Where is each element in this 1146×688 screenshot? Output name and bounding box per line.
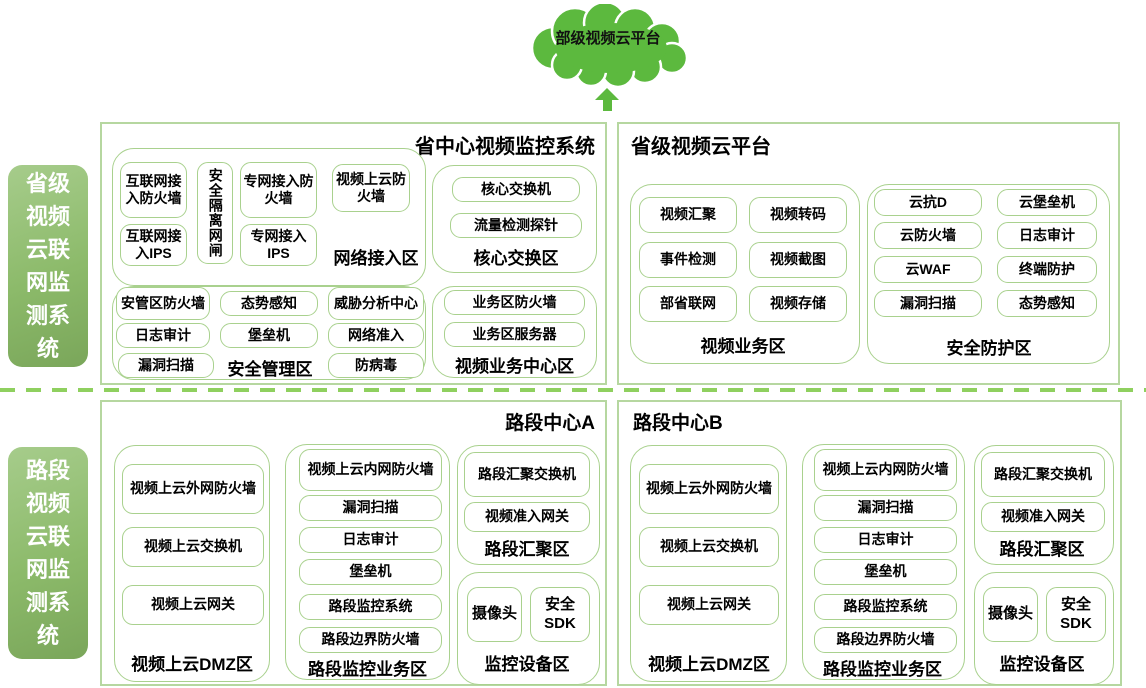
zone-label: 监控设备区: [999, 655, 1085, 674]
panel-province-cloud-title: 省级视频云平台: [631, 136, 771, 158]
diagram-node: 安全SDK: [1046, 587, 1106, 642]
diagram-node: 视频上云网关: [639, 585, 779, 625]
sidebar-label-provincial-text: 省级视频云联网监测系统: [25, 171, 70, 361]
diagram-node: 安全SDK: [530, 587, 590, 642]
zone-label: 路段监控业务区: [823, 660, 942, 679]
diagram-node: 漏洞扫描: [118, 353, 214, 378]
zone-label: 安全管理区: [227, 360, 313, 379]
diagram-node: 堡垒机: [814, 559, 957, 585]
diagram-node: 态势感知: [220, 291, 318, 316]
diagram-node: 摄像头: [983, 587, 1038, 642]
diagram-node: 部省联网: [639, 286, 737, 322]
diagram-node: 核心交换机: [452, 177, 580, 202]
panel-province-cloud: 省级视频云平台 视频汇聚 视频转码 事件检测 视频截图 部省联网 视频存储 视频…: [617, 122, 1120, 385]
diagram-node: 互联网接入IPS: [120, 224, 187, 266]
zone-label: 路段汇聚区: [999, 540, 1085, 559]
panel-section-a-title: 路段中心A: [505, 413, 595, 434]
zone-label: 安全防护区: [946, 339, 1032, 358]
zone-label: 视频业务区: [700, 337, 786, 356]
diagram-node: 日志审计: [997, 222, 1097, 249]
diagram-node: 防病毒: [328, 353, 424, 378]
ministry-cloud: 部级视频云平台: [523, 0, 693, 90]
zone-label: 视频业务中心区: [455, 357, 574, 376]
diagram-node: 业务区防火墙: [444, 290, 585, 315]
dashed-separator: [0, 388, 1146, 392]
diagram-node: 路段边界防火墙: [299, 627, 442, 653]
diagram-node: 摄像头: [467, 587, 522, 642]
diagram-node: 路段监控系统: [814, 594, 957, 620]
diagram-node: 终端防护: [997, 256, 1097, 283]
panel-province-center-title: 省中心视频监控系统: [415, 136, 595, 158]
diagram-node: 路段汇聚交换机: [464, 452, 590, 497]
panel-province-center: 省中心视频监控系统 互联网接入防火墙 安全隔离网闸 专网接入防火墙 视频上云防火…: [100, 122, 607, 385]
diagram-node: 视频上云内网防火墙: [299, 449, 442, 491]
diagram-node: 视频准入网关: [981, 502, 1105, 532]
diagram-node: 日志审计: [814, 527, 957, 553]
sidebar-label-section-text: 路段视频云联网监测系统: [25, 458, 70, 648]
diagram-node: 视频上云外网防火墙: [639, 464, 779, 514]
diagram-node: 安管区防火墙: [116, 287, 210, 320]
diagram-node: 漏洞扫描: [299, 495, 442, 521]
diagram-node: 漏洞扫描: [814, 495, 957, 521]
diagram-node: 视频准入网关: [464, 502, 590, 532]
diagram-node: 流量检测探针: [450, 213, 582, 238]
diagram-node: 路段监控系统: [299, 594, 442, 620]
diagram-node: 视频上云外网防火墙: [122, 464, 264, 514]
zone-label: 视频上云DMZ区: [131, 655, 253, 674]
panel-section-b: 路段中心B 视频上云外网防火墙 视频上云交换机 视频上云网关 视频上云DMZ区 …: [617, 400, 1122, 686]
zone-label: 核心交换区: [473, 249, 559, 268]
diagram-node: 日志审计: [299, 527, 442, 553]
diagram-node: 业务区服务器: [444, 322, 585, 347]
diagram-node: 视频存储: [749, 286, 847, 322]
zone-label: 监控设备区: [484, 655, 570, 674]
cloud-label: 部级视频云平台: [555, 30, 661, 48]
up-arrow-icon: [595, 88, 619, 111]
zone-label: 路段监控业务区: [308, 660, 427, 679]
diagram-node: 安全隔离网闸: [197, 162, 233, 264]
panel-section-a: 路段中心A 视频上云外网防火墙 视频上云交换机 视频上云网关 视频上云DMZ区 …: [100, 400, 607, 686]
diagram-node: 路段汇聚交换机: [981, 452, 1105, 497]
diagram-node: 云WAF: [874, 256, 982, 283]
diagram-node: 网络准入: [328, 323, 424, 348]
diagram-node: 路段边界防火墙: [814, 627, 957, 653]
diagram-node: 堡垒机: [220, 323, 318, 348]
cloud-shape-icon: [530, 0, 689, 89]
diagram-node: 视频截图: [749, 242, 847, 278]
diagram-node: 视频转码: [749, 197, 847, 233]
diagram-node: 云抗D: [874, 189, 982, 216]
diagram-node: 堡垒机: [299, 559, 442, 585]
diagram-node: 视频上云交换机: [639, 527, 779, 567]
sidebar-label-provincial: 省级视频云联网监测系统: [8, 165, 88, 367]
diagram-node: 视频上云网关: [122, 585, 264, 625]
zone-label: 视频上云DMZ区: [648, 655, 770, 674]
diagram-node: 视频上云交换机: [122, 527, 264, 567]
diagram-node: 态势感知: [997, 290, 1097, 317]
diagram-node: 视频上云防火墙: [332, 164, 410, 212]
diagram-node: 云防火墙: [874, 222, 982, 249]
diagram-node: 漏洞扫描: [874, 290, 982, 317]
panel-section-b-title: 路段中心B: [633, 413, 723, 434]
diagram-node: 事件检测: [639, 242, 737, 278]
zone-label: 路段汇聚区: [484, 540, 570, 559]
sidebar-label-section: 路段视频云联网监测系统: [8, 447, 88, 659]
diagram-node: 互联网接入防火墙: [120, 162, 187, 218]
diagram-node: 云堡垒机: [997, 189, 1097, 216]
diagram-node: 视频汇聚: [639, 197, 737, 233]
diagram-node: 日志审计: [116, 323, 210, 348]
diagram-node: 专网接入防火墙: [240, 162, 317, 218]
diagram-node: 专网接入IPS: [240, 224, 317, 266]
diagram-node: 视频上云内网防火墙: [814, 449, 957, 491]
diagram-node: 威胁分析中心: [328, 287, 424, 320]
zone-label: 网络接入区: [333, 249, 419, 268]
